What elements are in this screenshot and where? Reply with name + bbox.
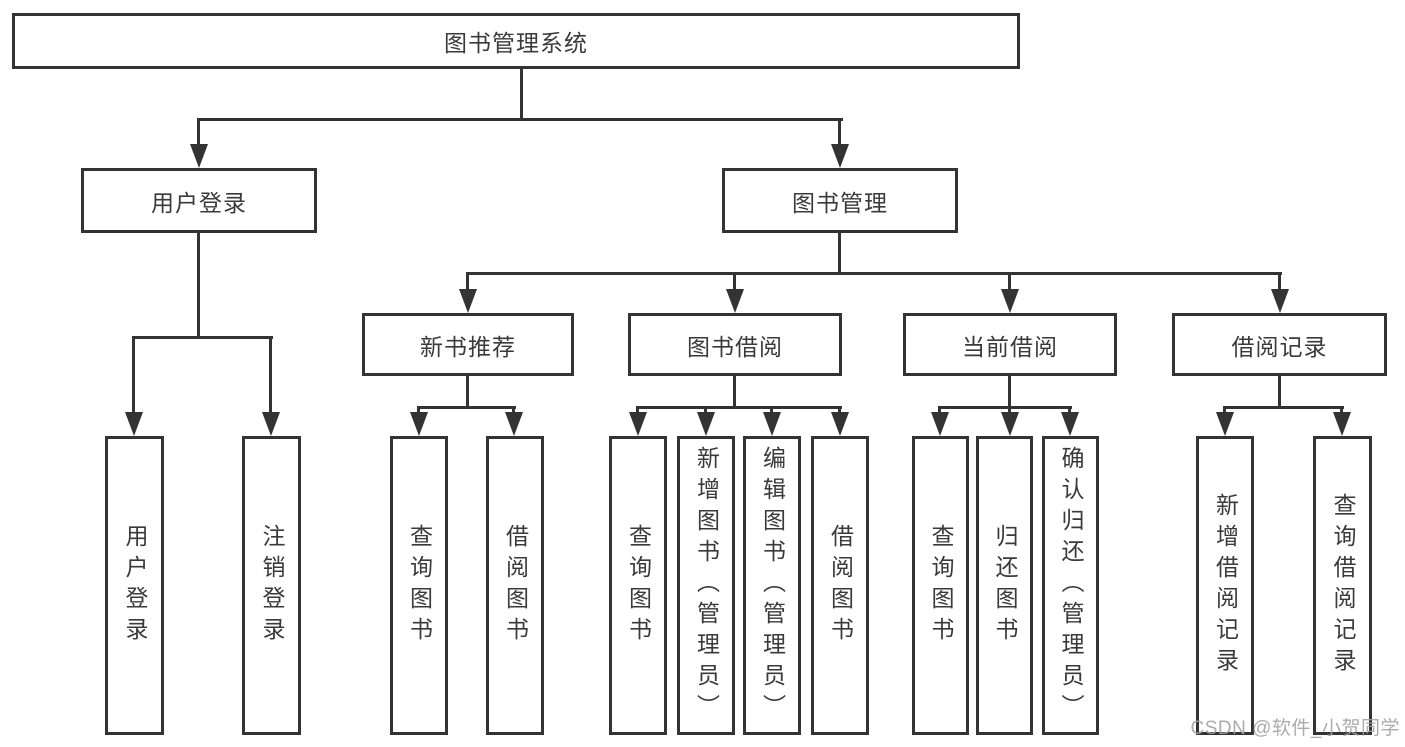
leaf-borrow-books: 借阅图书 [811,436,869,735]
leaf-return-books: 归还图书 [976,436,1033,735]
leaf-edit-books-admin: 编辑图书（管理员） [743,436,801,735]
connector-arrow [1001,406,1019,436]
leaf-query-books-current: 查询图书 [912,436,969,735]
node-label: 新增图书（管理员） [693,446,720,725]
node-label: 查询借阅记录 [1330,492,1356,679]
node-label: 用户登录 [122,523,148,648]
connector-arrow [831,406,849,436]
node-label: 图书管理 [792,189,888,216]
connector-arrow [726,272,744,313]
node-label: 编辑图书（管理员） [759,446,786,725]
node-label: 图书管理系统 [444,30,588,56]
leaf-add-borrowing-record: 新增借阅记录 [1196,436,1254,735]
connector-line [520,68,523,118]
leaf-borrow-books-recommendation: 借阅图书 [486,436,544,735]
connector-arrow [1271,272,1289,313]
connector-arrow [629,406,647,436]
connector-arrow [459,272,477,313]
connector-arrow [1001,272,1019,313]
leaf-add-books-admin: 新增图书（管理员） [677,436,735,735]
connector-line [1278,376,1281,406]
connector-arrow [125,336,143,436]
connector-arrow [262,336,280,436]
node-label: 图书借阅 [687,333,783,360]
connector-line [1008,376,1011,406]
node-label: 当前借阅 [962,333,1058,360]
node-borrowing-records: 借阅记录 [1172,313,1387,376]
csdn-watermark: CSDN @软件_小贺同学 [1190,718,1400,739]
connector-line [938,406,1072,409]
node-book-management: 图书管理 [722,168,958,233]
connector-arrow [1216,406,1234,436]
connector-line [417,406,516,409]
connector-line [1223,406,1344,409]
node-user-login: 用户登录 [81,168,317,233]
connector-line [466,272,1282,275]
connector-arrow [763,406,781,436]
connector-arrow [1333,406,1351,436]
node-label: 借阅图书 [502,523,529,648]
node-label: 注销登录 [259,523,285,648]
leaf-logout: 注销登录 [242,436,301,735]
connector-line [132,336,273,339]
connector-arrow [505,406,523,436]
connector-arrow [697,406,715,436]
connector-arrow [931,406,949,436]
connector-line [197,233,200,336]
node-label: 确认归还（管理员） [1058,446,1084,725]
leaf-query-books-borrowing: 查询图书 [609,436,667,735]
node-current-borrowing: 当前借阅 [903,313,1117,376]
node-label: 新书推荐 [420,333,516,360]
connector-line [197,118,843,121]
connector-line [838,233,841,272]
node-label: 借阅记录 [1231,333,1328,360]
connector-line [466,376,469,406]
node-label: 新增借阅记录 [1212,492,1239,679]
node-label: 查询图书 [928,523,954,648]
connector-line [733,376,736,406]
node-label: 用户登录 [151,189,247,216]
node-label: 查询图书 [406,523,433,648]
node-label: 借阅图书 [827,523,854,648]
leaf-user-login: 用户登录 [105,436,164,735]
node-library-management-system: 图书管理系统 [12,13,1020,69]
connector-arrow [410,406,428,436]
node-label: 查询图书 [625,523,652,648]
leaf-confirm-return-admin: 确认归还（管理员） [1042,436,1099,735]
connector-arrow [190,118,208,168]
node-label: 归还图书 [992,523,1018,648]
connector-arrow [831,118,849,168]
connector-arrow [1061,406,1079,436]
node-new-book-recommendation: 新书推荐 [362,313,574,376]
connector-line [636,406,842,409]
node-book-borrowing: 图书借阅 [628,313,842,376]
leaf-query-books-recommendation: 查询图书 [390,436,448,735]
leaf-query-borrowing-record: 查询借阅记录 [1313,436,1372,735]
